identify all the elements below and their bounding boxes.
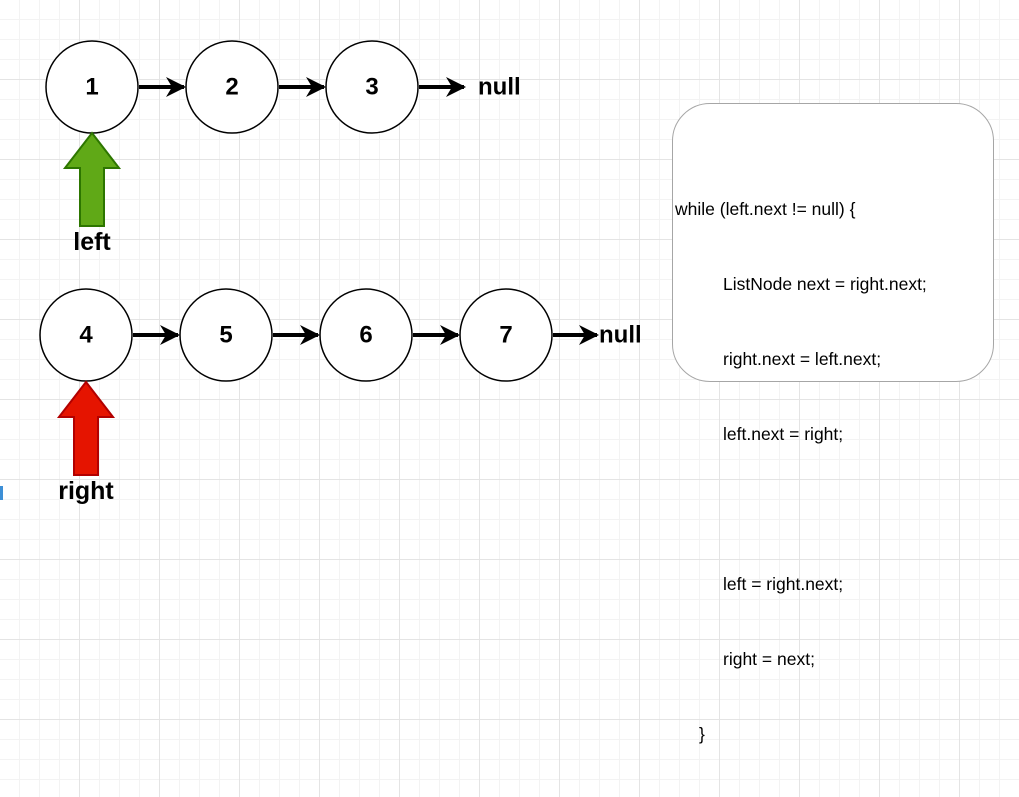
code-line: while (left.next != null) { xyxy=(675,199,856,219)
code-line: right = next; xyxy=(723,649,815,669)
code-line: left = right.next; xyxy=(723,574,844,594)
canvas-edge-marker xyxy=(0,486,3,500)
node-circle xyxy=(319,288,413,382)
left-pointer-label: left xyxy=(73,228,111,256)
left-pointer-arrow-icon xyxy=(62,131,122,227)
left-list: 1 2 3 null left xyxy=(45,40,521,256)
node-value: 5 xyxy=(219,322,232,349)
code-line: left.next = right; xyxy=(723,424,844,444)
null-terminator: null xyxy=(599,322,642,349)
linked-list-diagram: 1 2 3 null left 4 5 6 xyxy=(39,40,642,505)
node-value: 2 xyxy=(225,74,238,101)
node-value: 4 xyxy=(79,322,93,349)
node-value: 1 xyxy=(85,74,98,101)
null-terminator: null xyxy=(478,74,521,101)
node-circle xyxy=(179,288,273,382)
list-node: 5 xyxy=(179,288,273,382)
code-line xyxy=(673,497,927,522)
node-circle xyxy=(185,40,279,134)
right-pointer-arrow-icon xyxy=(56,380,116,476)
right-list: 4 5 6 7 null right xyxy=(39,288,642,505)
node-value: 3 xyxy=(365,74,378,101)
list-node: 7 xyxy=(459,288,553,382)
right-pointer-label: right xyxy=(58,477,114,505)
code-line: ListNode next = right.next; xyxy=(723,274,927,294)
list-node: 6 xyxy=(319,288,413,382)
node-value: 6 xyxy=(359,322,372,349)
node-circle xyxy=(325,40,419,134)
code-line: } xyxy=(699,724,705,744)
code-snippet-box: while (left.next != null) { ListNode nex… xyxy=(672,103,994,744)
list-node: 2 xyxy=(185,40,279,134)
list-node: 4 xyxy=(39,288,133,382)
code-lines: while (left.next != null) { ListNode nex… xyxy=(673,147,927,797)
node-value: 7 xyxy=(499,322,512,349)
list-node: 1 xyxy=(45,40,139,134)
node-circle xyxy=(459,288,553,382)
code-line: right.next = left.next; xyxy=(723,349,882,369)
list-node: 3 xyxy=(325,40,419,134)
